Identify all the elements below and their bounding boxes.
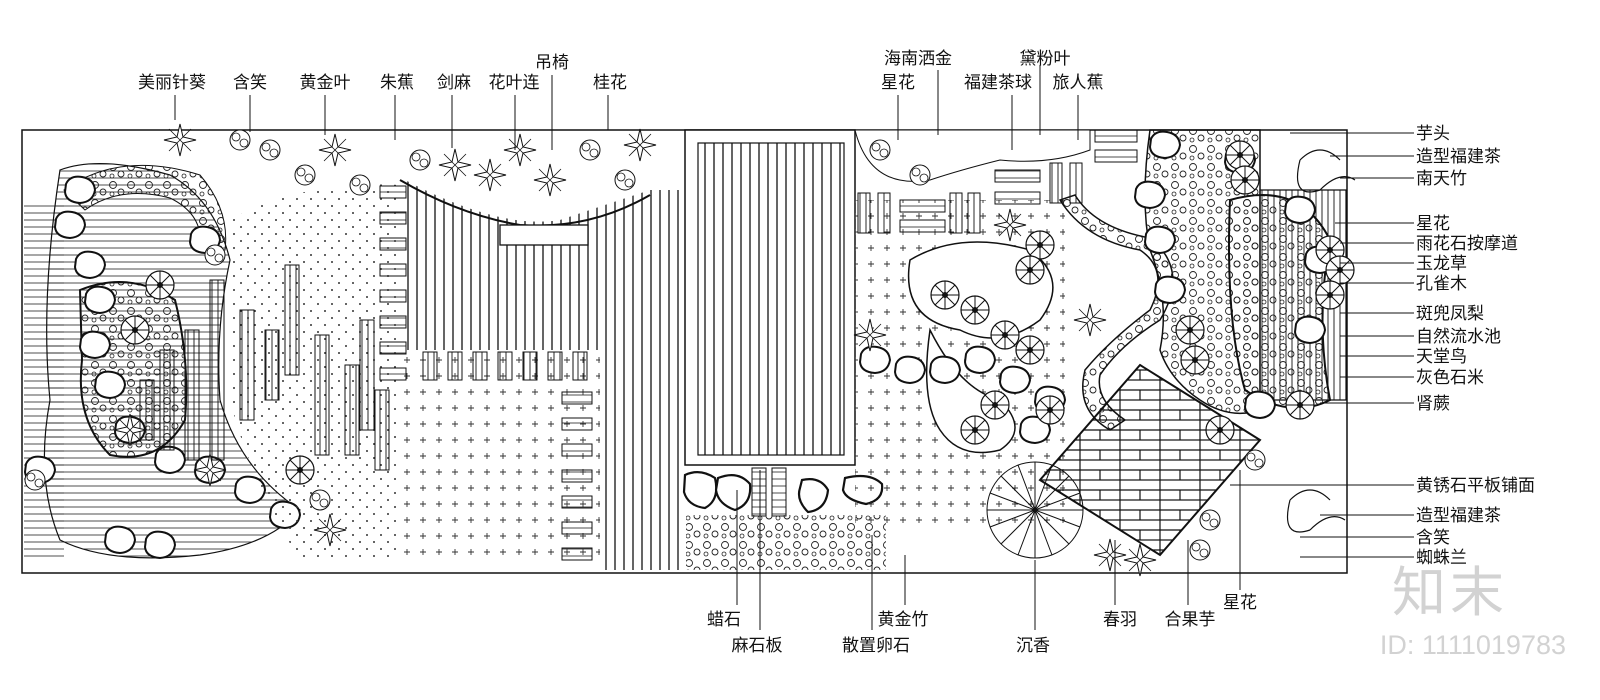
label-grey-gravel: 灰色石米 xyxy=(1416,368,1484,388)
label-michelia: 含笑 xyxy=(233,73,267,93)
leader-lines xyxy=(174,65,1414,630)
label-sisal: 剑麻 xyxy=(437,73,471,93)
label-spider-lily: 蜘蛛兰 xyxy=(1416,548,1467,568)
labels-bottom: 蜡石 麻石板 黄金竹 散置卵石 沉香 春羽 合果芋 星花 xyxy=(707,593,1257,656)
label-syngonium: 合果芋 xyxy=(1165,610,1216,630)
timber-deck xyxy=(405,180,680,570)
label-vriesea: 斑兜凤梨 xyxy=(1416,304,1484,324)
label-scattered-cobbles: 散置卵石 xyxy=(842,636,910,656)
watermark-logo: 知末 xyxy=(1392,561,1508,624)
label-beautiful-palm: 美丽针葵 xyxy=(138,73,206,93)
label-taro: 芋头 xyxy=(1416,124,1450,144)
paver-row xyxy=(422,351,588,381)
top-slabs xyxy=(857,129,1138,234)
label-granite-slab: 麻石板 xyxy=(732,636,783,656)
rust-stone-paving xyxy=(1038,363,1262,557)
paver-column-2 xyxy=(561,391,593,561)
label-rust-stone-paving: 黄锈石平板铺面 xyxy=(1416,476,1535,496)
label-star-flower-3: 星花 xyxy=(1223,593,1257,613)
label-natural-stream: 自然流水池 xyxy=(1416,327,1501,347)
hanging-chair-base xyxy=(499,224,589,246)
labels-top: 美丽针葵 含笑 黄金叶 朱蕉 剑麻 花叶连 吊椅 桂花 海南洒金 星花 福建茶球… xyxy=(138,49,1104,93)
label-fern: 肾蕨 xyxy=(1416,394,1450,414)
pergola-deck xyxy=(697,142,845,456)
label-star-flower-2: 星花 xyxy=(1416,214,1450,234)
watermark-id: ID: 1111019783 xyxy=(1379,630,1566,660)
label-dieffenbachia: 黛粉叶 xyxy=(1020,49,1071,69)
label-jade-dragon-grass: 玉龙草 xyxy=(1416,254,1467,274)
label-travelers-palm: 旅人蕉 xyxy=(1053,73,1104,93)
label-croton: 海南洒金 xyxy=(884,49,952,69)
label-osmanthus: 桂花 xyxy=(593,73,627,93)
label-hanging-chair: 吊椅 xyxy=(535,53,569,73)
rock-edge xyxy=(63,164,227,251)
label-sculpted-fujian-tea: 造型福建茶 xyxy=(1416,147,1501,167)
labels-right: 芋头 造型福建茶 南天竹 星花 雨花石按摩道 玉龙草 孔雀木 斑兜凤梨 自然流水… xyxy=(1416,124,1535,568)
label-star-flower: 星花 xyxy=(881,73,915,93)
label-philodendron: 春羽 xyxy=(1103,610,1137,630)
label-wax-stone: 蜡石 xyxy=(707,610,741,630)
scattered-cobbles xyxy=(686,515,886,570)
label-golden-bamboo: 黄金竹 xyxy=(878,610,929,630)
label-cordyline: 朱蕉 xyxy=(380,73,414,93)
label-bird-of-paradise: 天堂鸟 xyxy=(1416,347,1467,367)
label-golden-leaf: 黄金叶 xyxy=(300,73,351,93)
planting-island-2 xyxy=(925,327,1016,454)
label-nandina: 南天竹 xyxy=(1416,169,1467,189)
label-pebble-massage-path: 雨花石按摩道 xyxy=(1416,234,1518,254)
label-agarwood: 沉香 xyxy=(1016,636,1050,656)
label-sculpted-fujian-tea-2: 造型福建茶 xyxy=(1416,506,1501,526)
label-aralia: 孔雀木 xyxy=(1416,274,1467,294)
stepping-bars xyxy=(239,264,390,471)
label-fujian-tea-ball: 福建茶球 xyxy=(964,73,1032,93)
sculpted-fujian-tea xyxy=(1286,149,1356,533)
natural-stream xyxy=(1228,194,1332,409)
paver-column xyxy=(379,185,407,381)
pond-stepping-stones xyxy=(139,279,225,461)
agarwood-tree xyxy=(986,461,1084,559)
label-michelia-2: 含笑 xyxy=(1416,528,1450,548)
label-variegated-plant: 花叶连 xyxy=(489,73,540,93)
